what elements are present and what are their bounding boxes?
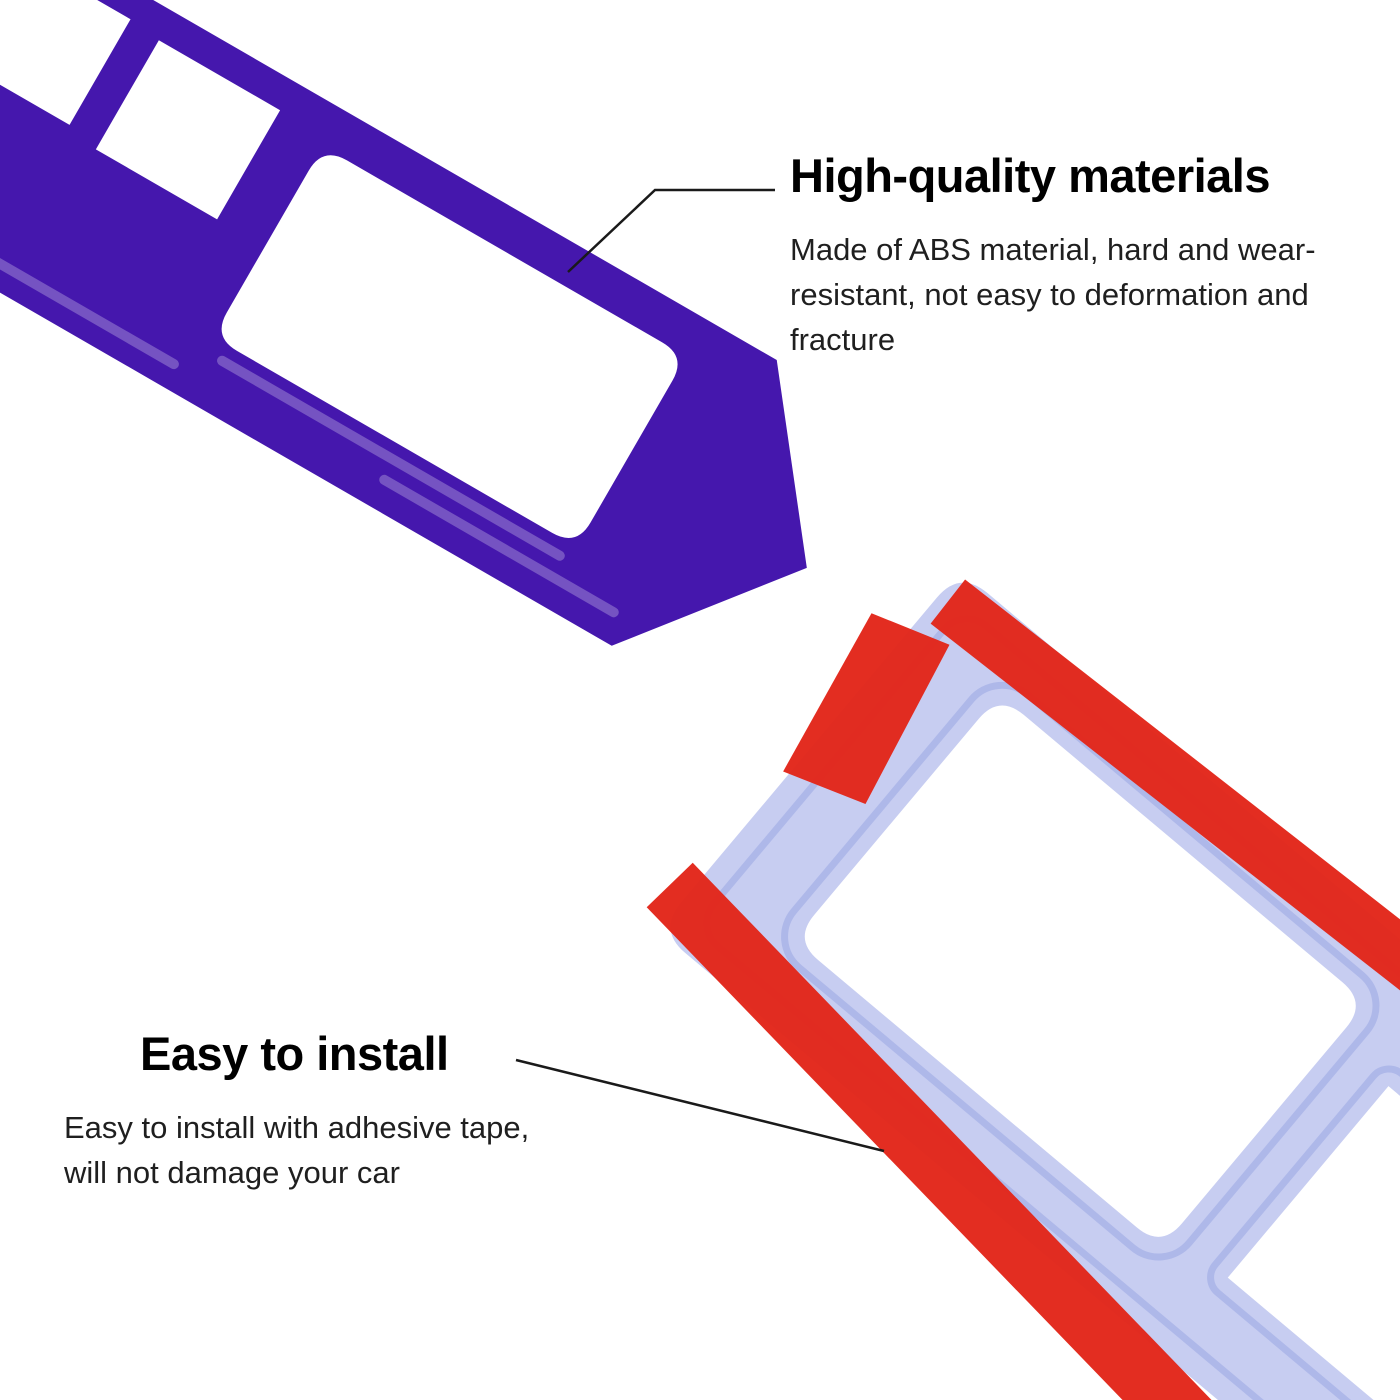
materials-title: High-quality materials <box>790 149 1271 202</box>
install-callout: Easy to install Easy to install with adh… <box>64 1028 564 1196</box>
adhesive-tape-flap <box>783 613 950 804</box>
adhesive-tape-strip-bottom <box>646 862 1305 1400</box>
trim-panel-front-shape <box>0 0 807 646</box>
gloss-highlight <box>217 355 565 561</box>
materials-callout: High-quality materials Made of ABS mater… <box>790 150 1350 363</box>
inner-lip-outline <box>781 681 1380 1261</box>
callout-line-install <box>515 1058 885 1153</box>
gloss-highlight <box>379 474 619 618</box>
install-body: Easy to install with adhesive tape, will… <box>64 1109 530 1190</box>
materials-body: Made of ABS material, hard and wear-resi… <box>790 231 1316 357</box>
trim-panel-front-purple <box>0 0 807 646</box>
gloss-highlight <box>0 194 179 370</box>
install-title: Easy to install <box>140 1027 449 1080</box>
callout-line-materials <box>567 188 775 273</box>
adhesive-tape-strip-top <box>930 579 1400 1400</box>
inner-lip-outline <box>1207 1065 1400 1400</box>
trim-panel-back-adhesive <box>646 579 1400 1400</box>
